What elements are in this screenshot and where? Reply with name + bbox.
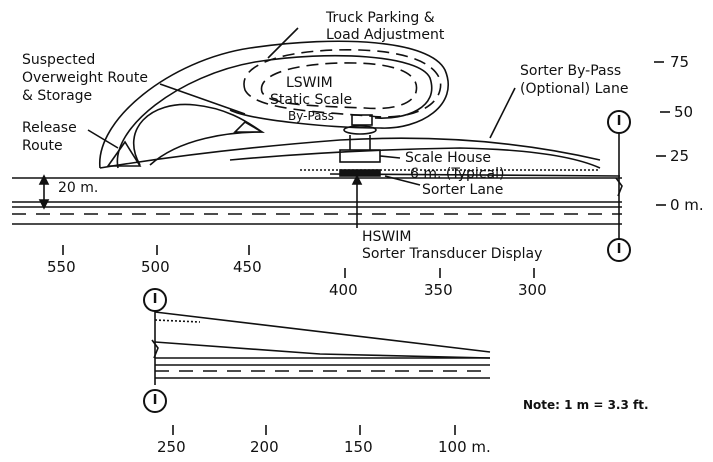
label-bypass: By-Pass — [288, 109, 335, 123]
island-shape — [106, 140, 142, 167]
storage-loop-inner — [116, 54, 433, 169]
label-release-1: Release — [22, 120, 77, 136]
station-label: 400 — [329, 281, 358, 299]
leader-release — [87, 129, 119, 149]
label-load-adjustment: Load Adjustment — [326, 27, 445, 43]
static-scale-pad — [343, 125, 377, 135]
sign-icon: I — [143, 389, 167, 413]
station-label: 550 — [47, 258, 76, 276]
label-typical: 6 m. (Typical) — [410, 166, 505, 182]
station-label: 500 — [141, 258, 170, 276]
load-adjustment-loop — [260, 62, 418, 110]
label-sorter-bypass-2: (Optional) Lane — [520, 81, 629, 97]
label-static-scale: Static Scale — [270, 92, 353, 108]
label-truck-parking: Truck Parking & — [326, 10, 435, 26]
label-hswim-2: Sorter Transducer Display — [362, 246, 543, 262]
offset-label: 50 — [674, 103, 694, 121]
break-mark — [615, 177, 623, 197]
label-sorter-lane: Sorter Lane — [422, 182, 504, 198]
break-mark — [151, 339, 159, 359]
suspected-overweight-route — [99, 40, 449, 169]
static-scale — [351, 114, 373, 126]
offset-label: 25 — [670, 147, 690, 165]
lower-dotted-line — [154, 319, 201, 323]
offset-label: 75 — [670, 53, 690, 71]
arrow-up-icon — [351, 174, 363, 185]
leader-scale-house — [379, 155, 401, 159]
lower-taper-line — [154, 311, 491, 353]
label-lswim: LSWIM — [286, 75, 333, 91]
label-suspected-3: & Storage — [22, 88, 93, 104]
station-label: 250 — [157, 438, 186, 456]
release-route — [133, 103, 265, 166]
sorter-bypass-lane — [99, 137, 601, 169]
sign-icon: I — [607, 110, 631, 134]
lower-ramp-line — [154, 341, 491, 359]
leader-truck-parking — [267, 27, 299, 59]
arrow-down-icon — [38, 199, 50, 210]
station-label: 300 — [518, 281, 547, 299]
sorter-lane-curve — [229, 147, 601, 169]
station-label: 450 — [233, 258, 262, 276]
leader-bypass — [489, 87, 516, 139]
truck-parking-loop — [243, 48, 442, 118]
hswim-transducer — [339, 169, 381, 177]
label-suspected-1: Suspected — [22, 52, 96, 68]
leader-sorter-lane — [384, 175, 421, 186]
label-20m: 20 m. — [58, 180, 99, 196]
station-label: 350 — [424, 281, 453, 299]
sign-icon: I — [143, 288, 167, 312]
label-suspected-2: Overweight Route — [22, 70, 148, 86]
station-label: 200 — [250, 438, 279, 456]
station-label: 100 m. — [438, 438, 491, 456]
station-label: 150 — [344, 438, 373, 456]
label-release-2: Route — [22, 138, 63, 154]
label-scale-house: Scale House — [405, 150, 491, 166]
label-hswim: HSWIM — [362, 229, 412, 245]
arrow-up-icon — [38, 174, 50, 185]
sign-icon: I — [607, 238, 631, 262]
label-note: Note: 1 m = 3.3 ft. — [523, 398, 649, 412]
leader-suspected — [159, 83, 246, 115]
merge-arrow-icon — [233, 120, 265, 133]
label-sorter-bypass-1: Sorter By-Pass — [520, 63, 622, 79]
offset-label: 0 m. — [670, 196, 704, 214]
